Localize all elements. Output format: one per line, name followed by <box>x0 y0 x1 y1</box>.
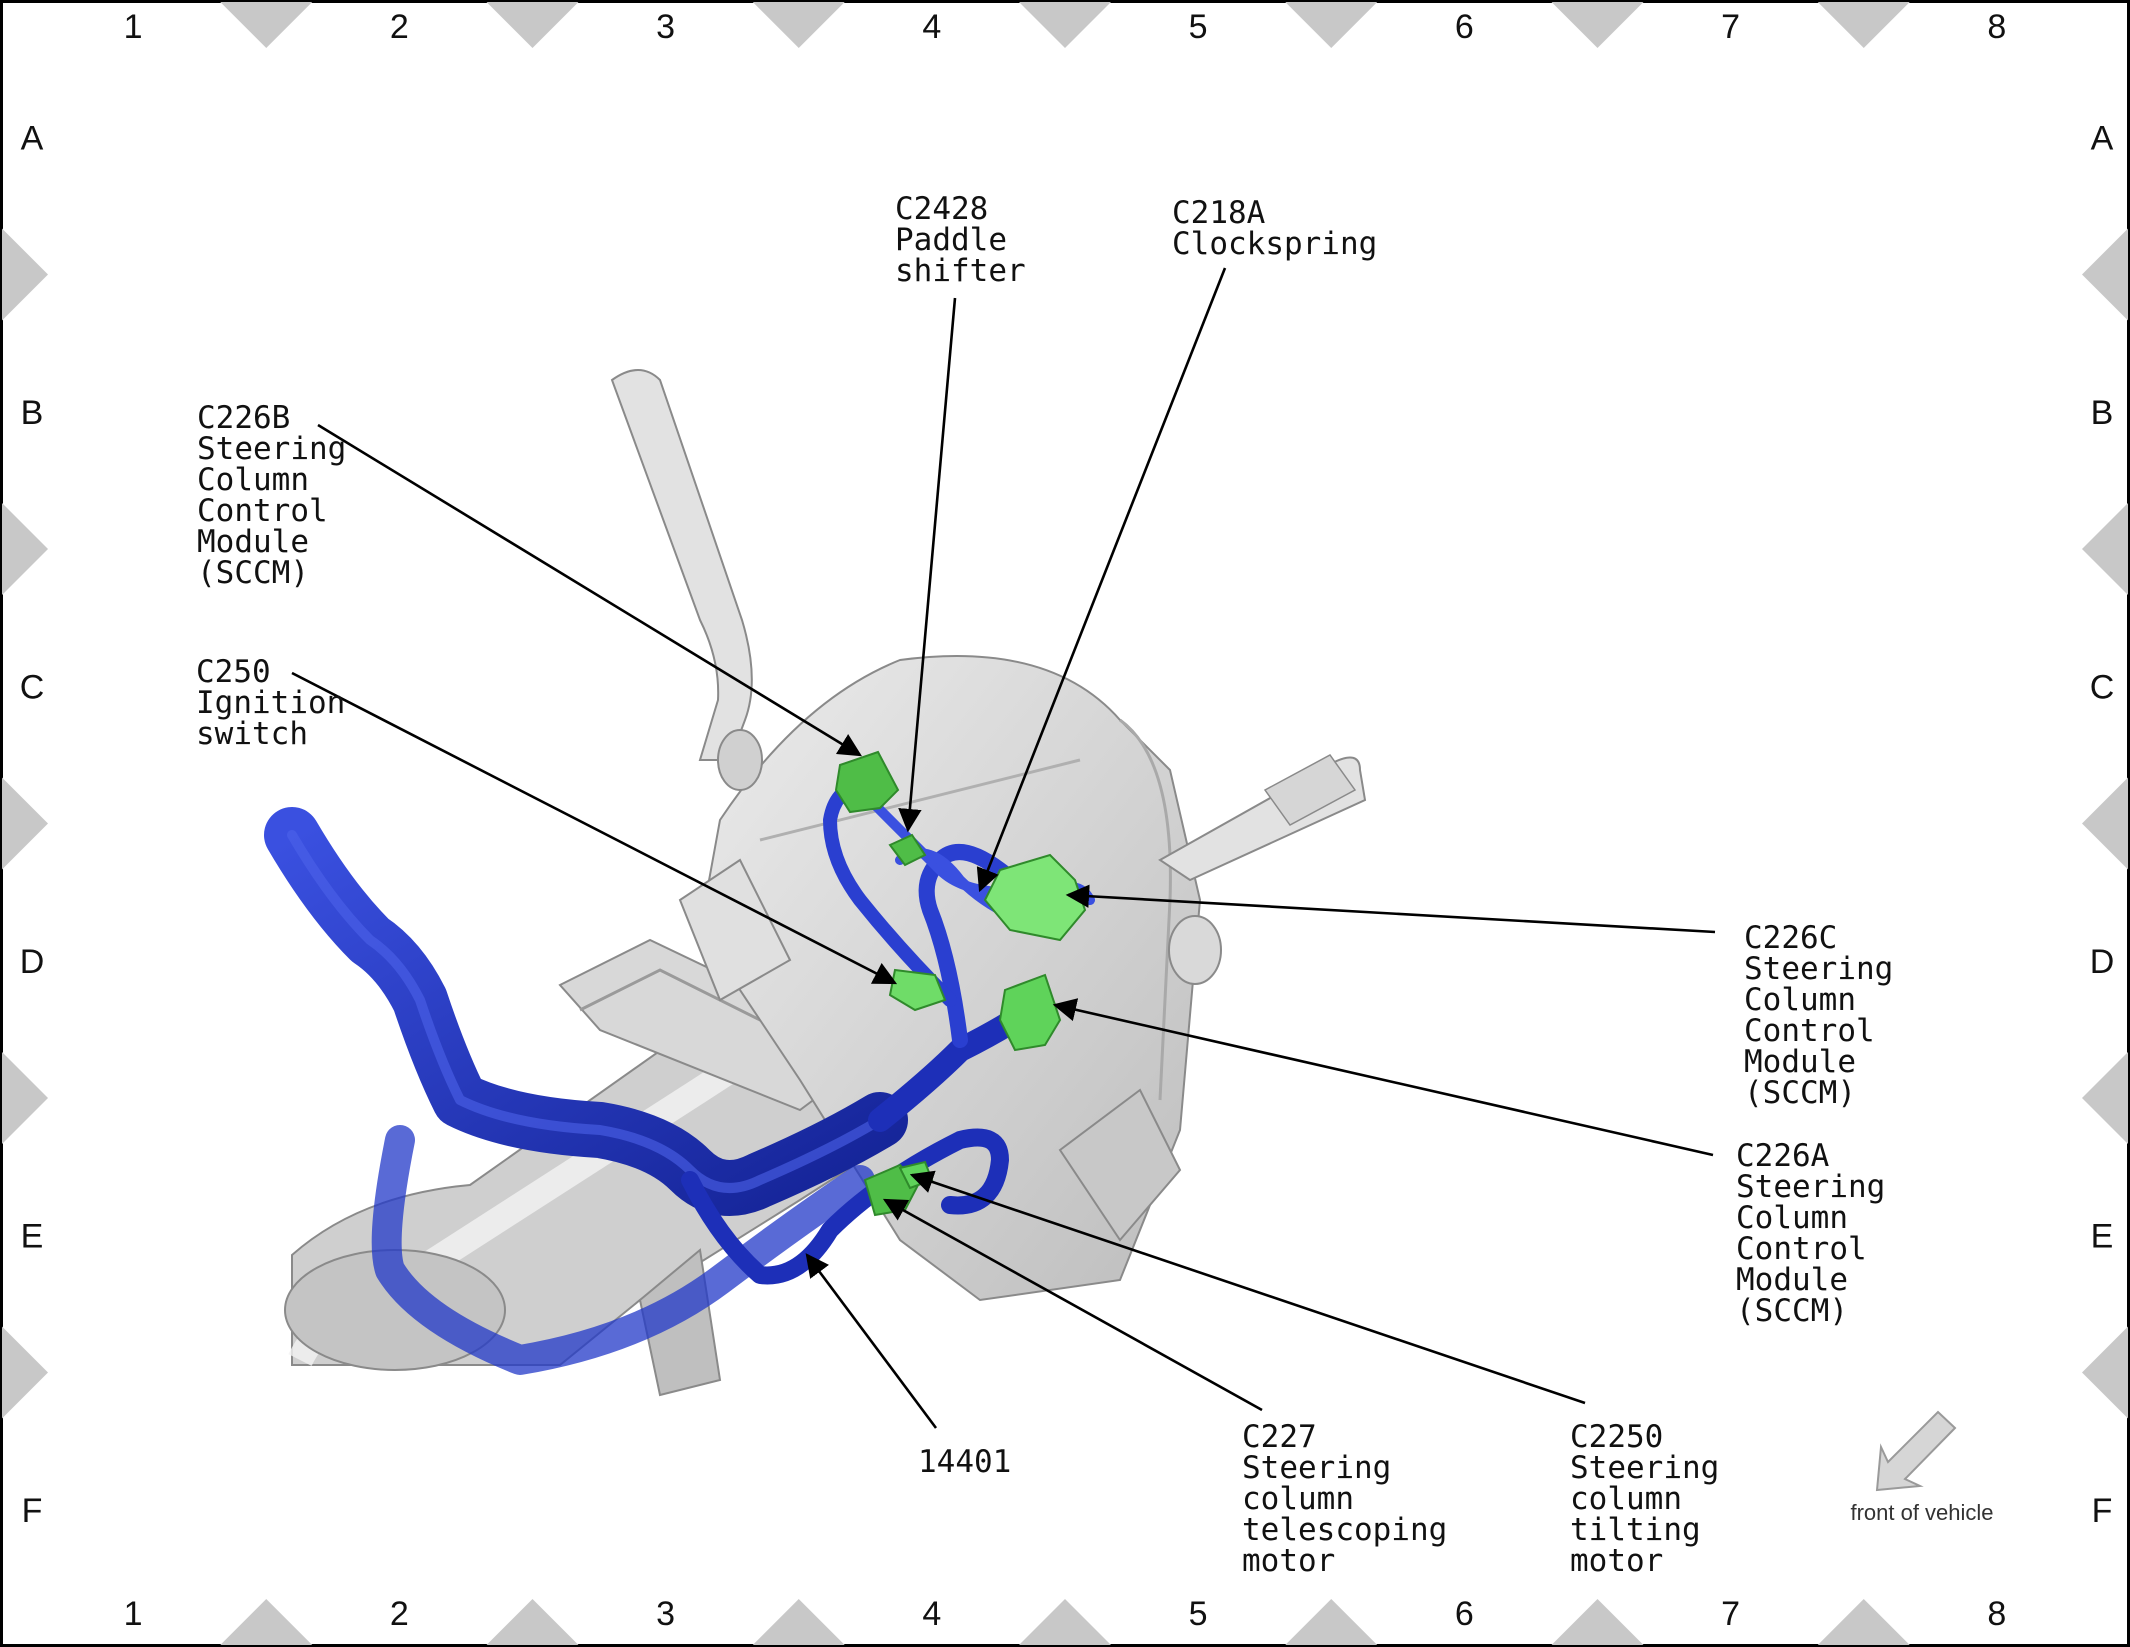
grid-marker-bottom-2 <box>486 1599 579 1645</box>
grid-marker-top-6 <box>1551 2 1644 48</box>
grid-marker-left-2 <box>2 503 48 595</box>
callout-c226a: C226A Steering Column Control Module (SC… <box>1736 1138 1904 1329</box>
leader-14401 <box>805 1253 938 1429</box>
grid-marker-top-7 <box>1817 2 1910 48</box>
connector-c250 <box>888 968 947 1012</box>
grid-col-label-top-5: 5 <box>1189 8 1208 46</box>
grid-col-label-bottom-2: 2 <box>390 1595 409 1633</box>
wiring-harness-14401 <box>264 778 1095 1375</box>
leader-lines <box>291 267 1716 1429</box>
leader-c226c <box>1065 884 1716 934</box>
grid-marker-bottom-7 <box>1817 1599 1910 1645</box>
grid-marker-bottom-6 <box>1551 1599 1644 1645</box>
grid-marker-top-4 <box>1019 2 1111 48</box>
grid-row-label-right-F: F <box>2092 1492 2113 1530</box>
grid-col-label-top-4: 4 <box>922 8 941 46</box>
callout-c227: C227 Steering column telescoping motor <box>1242 1419 1466 1579</box>
grid-row-label-right-E: E <box>2091 1217 2114 1255</box>
grid-col-label-bottom-6: 6 <box>1455 1595 1474 1633</box>
leader-c250 <box>291 671 898 985</box>
connector-c226c <box>983 853 1087 942</box>
grid-marker-right-2 <box>2082 503 2128 595</box>
grid-col-label-bottom-5: 5 <box>1189 1595 1208 1633</box>
grid-marker-right-1 <box>2082 228 2128 321</box>
grid-col-label-top-3: 3 <box>656 8 675 46</box>
callout-c2428: C2428 Paddle shifter <box>895 191 1026 289</box>
callout-c226c: C226C Steering Column Control Module (SC… <box>1744 920 1912 1111</box>
grid-marker-left-3 <box>2 777 48 870</box>
callout-14401: 14401 <box>918 1444 1011 1480</box>
grid-row-label-right-D: D <box>2090 943 2115 981</box>
front-arrow-icon <box>1875 1410 1957 1492</box>
leader-c227 <box>882 1198 1263 1412</box>
connector-c2428 <box>888 833 927 867</box>
grid-marker-top-1 <box>220 2 313 48</box>
grid-row-label-right-B: B <box>2091 394 2114 432</box>
leader-c226b <box>317 423 862 757</box>
grid-row-label-left-B: B <box>21 394 44 432</box>
grid-row-label-left-F: F <box>22 1492 43 1530</box>
grid-col-label-bottom-8: 8 <box>1987 1595 2006 1633</box>
callout-c250: C250 Ignition switch <box>196 654 364 752</box>
front-of-vehicle-indicator: front of vehicle <box>1850 1410 1994 1525</box>
grid-marker-bottom-4 <box>1019 1599 1111 1645</box>
grid-marker-top-2 <box>486 2 579 48</box>
leader-c2250 <box>909 1170 1586 1405</box>
grid-col-label-top-2: 2 <box>390 8 409 46</box>
grid-row-label-right-A: A <box>2091 119 2114 157</box>
grid-marker-bottom-1 <box>220 1599 313 1645</box>
grid-col-label-top-8: 8 <box>1987 8 2006 46</box>
grid-marker-left-1 <box>2 228 48 321</box>
callout-c218a: C218A Clockspring <box>1172 195 1377 262</box>
grid-col-label-top-1: 1 <box>124 8 143 46</box>
grid-row-label-right-C: C <box>2090 668 2115 706</box>
callout-c226b: C226B Steering Column Control Module (SC… <box>197 400 365 591</box>
grid-marker-left-4 <box>2 1052 48 1144</box>
grid-row-label-left-A: A <box>21 119 44 157</box>
grid-marker-bottom-3 <box>752 1599 845 1645</box>
front-of-vehicle-label: front of vehicle <box>1850 1500 1993 1525</box>
grid-marker-right-4 <box>2082 1052 2128 1144</box>
connector-c226a <box>998 973 1062 1052</box>
grid-row-label-left-D: D <box>20 943 45 981</box>
grid-row-label-left-C: C <box>20 668 45 706</box>
callout-c2250: C2250 Steering column tilting motor <box>1570 1419 1738 1579</box>
leader-c2428 <box>898 297 957 833</box>
grid-marker-top-5 <box>1285 2 1378 48</box>
grid-col-label-top-6: 6 <box>1455 8 1474 46</box>
grid-marker-left-5 <box>2 1326 48 1419</box>
grid-row-label-left-E: E <box>21 1217 44 1255</box>
grid-col-label-bottom-7: 7 <box>1721 1595 1740 1633</box>
grid-col-label-bottom-1: 1 <box>124 1595 143 1633</box>
grid-col-label-top-7: 7 <box>1721 8 1740 46</box>
leader-c226a <box>1052 998 1714 1157</box>
grid-col-label-bottom-3: 3 <box>656 1595 675 1633</box>
grid-marker-bottom-5 <box>1285 1599 1378 1645</box>
connector-c226b <box>834 750 900 814</box>
grid-marker-top-3 <box>752 2 845 48</box>
leader-c218a <box>976 267 1227 893</box>
grid-marker-right-3 <box>2082 777 2128 870</box>
grid-col-label-bottom-4: 4 <box>922 1595 941 1633</box>
grid-marker-right-5 <box>2082 1326 2128 1419</box>
